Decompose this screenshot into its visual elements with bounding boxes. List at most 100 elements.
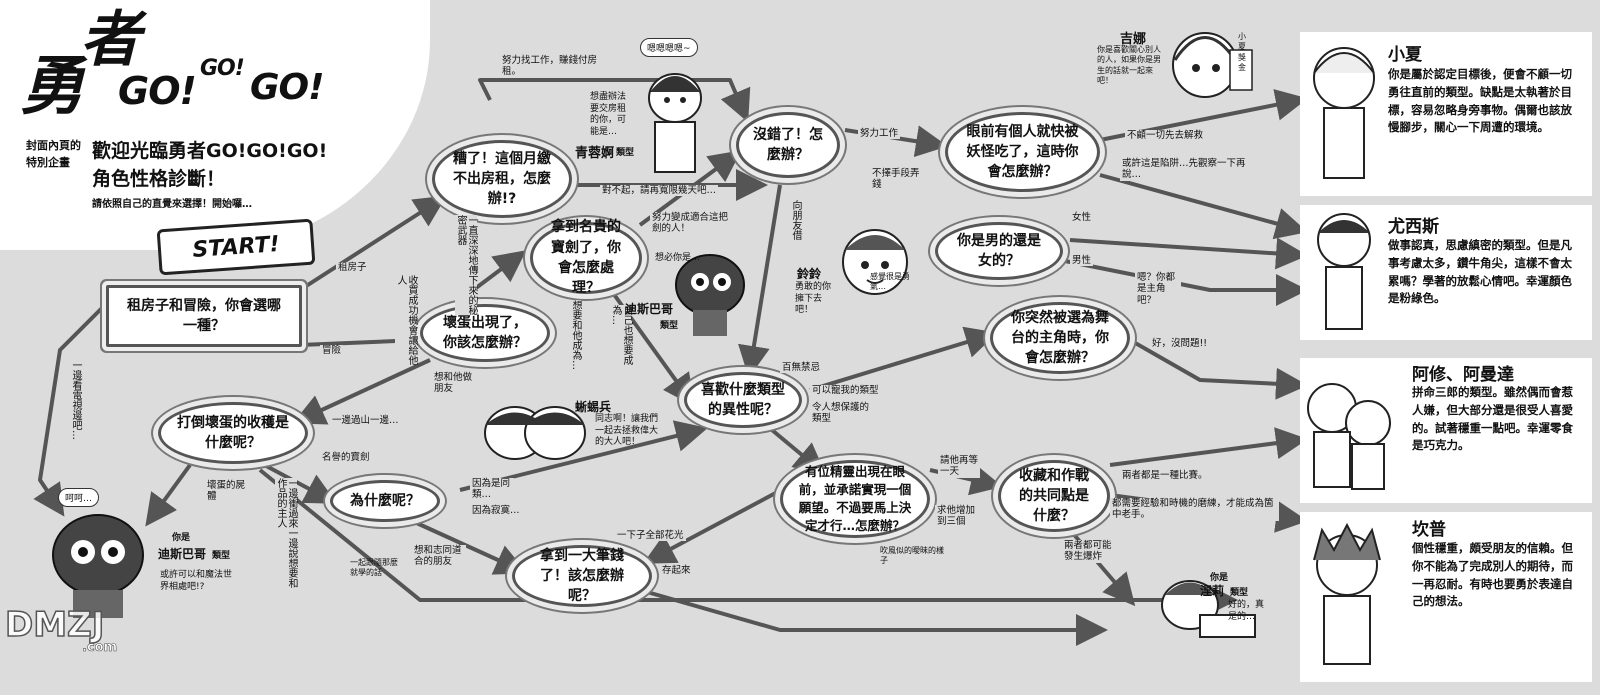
caption-nelly: 好的，真是的… (1228, 600, 1265, 622)
character-xia-icon (1313, 47, 1375, 179)
edge-label: 或許這是陷阱…先觀察一下再說… (1120, 158, 1249, 181)
bubble-qingrong: 嗯嗯嗯嗯~ (640, 38, 698, 57)
edge-label: 收買成功機會讓給他人 (395, 275, 417, 365)
result-text-xia: 你是屬於認定目標後，便會不顧一切勇往直前的類型。缺點是太執著於目標，容易忽略身旁… (1388, 67, 1572, 135)
question-1: 租房子和冒險，你會選哪一種？ (106, 285, 302, 347)
edge-label: 不顧一切先去解救 (1125, 130, 1206, 142)
side-label: 封面內頁的 特別企畫 (26, 138, 81, 171)
name-qingrong: 青蓉婀 (575, 146, 615, 161)
caption-jina: 你是喜歡關心別人的人，如果你是男生的話就一起來吧！ (1097, 45, 1161, 86)
edge-label: 不擇手段弄錢 (870, 168, 924, 191)
edge-label: 女性 (1070, 212, 1094, 224)
edge-label: 一邊看電視邊吧… (70, 360, 81, 480)
link-q4-down (258, 468, 1238, 616)
character-lingling-icon (842, 229, 908, 295)
character-lizard-soldiers (480, 395, 590, 479)
edge-label: 男性 (1070, 255, 1094, 267)
question-9: 喜歡什麼類型的異性呢？ (684, 372, 802, 428)
link-q9-q10 (758, 418, 827, 476)
result-panel-ashu (1300, 358, 1592, 503)
caption-side-1: 吹風似的曖昧的樣子 (880, 546, 944, 566)
edge-label: 租房子 (336, 262, 369, 274)
card-jina: 小夏獎金 (1238, 32, 1246, 73)
edge-label: 努力工作 (858, 128, 901, 140)
caption-lizard-soldiers: 同志啊！讓我們一起去拯救偉大的大人吧！ (595, 414, 659, 448)
edge-label: 自己也想要成為… (610, 305, 632, 380)
result-name-ashu: 阿修、阿曼達 (1412, 365, 1514, 385)
result-text-kanpu: 個性穩重，頗受朋友的信賴。但你不能為了完成別人的期待，而一再忍耐。有時也要勇於表… (1412, 541, 1573, 609)
edge-label: 想要和他成為… (570, 300, 581, 380)
caption-side-2: 一起跟隨那麼就學的話 (350, 558, 398, 578)
edge-label: 一直深深地傳下來的秘密武器 (455, 215, 477, 315)
prefix-disbag-result: 你是 (172, 533, 191, 543)
caption-side-3: 感覺很是勇氣… (870, 272, 910, 292)
edge-label: 一邊過山一邊… (330, 415, 401, 427)
character-kanpu-icon (1313, 522, 1381, 665)
question-6: 拿到一大筆錢了！該怎麼辦呢？ (512, 545, 652, 607)
link-left-loop (33, 298, 112, 517)
edge-label: 嗯？你都是主角吧？ (1135, 272, 1181, 307)
question-14: 收藏和作戰的共同點是什麼？ (998, 460, 1110, 532)
edge-label: 兩者都是一種比賽。 (1120, 470, 1210, 482)
name-disbag: 迪斯巴哥 (625, 302, 674, 316)
name-lingling: 鈴鈴 (797, 267, 822, 281)
type-qingrong: 類型 (616, 148, 635, 158)
type-disbag: 類型 (660, 321, 679, 331)
link-q8-q9 (738, 184, 782, 378)
edge-label: 因為寂寞… (470, 505, 522, 517)
edge-label: 向朋友借 (790, 200, 801, 240)
heading-note: 請依照自己的直覺來選擇！開始囉… (92, 199, 252, 210)
question-11: 眼前有個人就快被妖怪吃了，這時你會怎麼辦？ (945, 112, 1100, 192)
type-nelly: 類型 (1230, 588, 1249, 598)
result-text-ashu: 拼命三郎的類型。雖然偶而會惹人嫌，但大部分還是很受人喜愛的。試著穩重一點吧。幸運… (1412, 385, 1573, 453)
link-q7-q9 (598, 273, 695, 407)
link-q4-res (145, 463, 192, 527)
logo-go-3: GO! (250, 67, 325, 108)
bubble-disbag-result: 呵呵… (58, 488, 100, 507)
question-8: 沒錯了！怎麼辦？ (736, 112, 840, 178)
question-7: 拿到名貴的寶劍了，你會怎麼處理？ (530, 219, 642, 296)
question-2: 糟了！這個月繳不出房租，怎麼辦!? (432, 140, 572, 218)
edge-label: 百無禁忌 (780, 362, 823, 374)
edge-label: 壞蛋的屍體 (205, 480, 249, 503)
character-nelly (1140, 560, 1260, 654)
character-disbag-result (38, 500, 158, 624)
type-disbag-result: 類型 (212, 551, 231, 561)
character-qingrong-icon (648, 73, 702, 173)
lizard-soldiers-icon (484, 406, 586, 460)
edge-label: 想和志同道合的朋友 (412, 545, 466, 568)
question-13: 你突然被選為舞台的主角時，你會怎麼辦？ (990, 302, 1130, 374)
character-disbag-icon (675, 254, 745, 336)
edge-label: 努力找工作，賺錢付房租。 (500, 55, 604, 78)
caption-lingling: 勇敢的你擁下去吧！ (795, 282, 832, 316)
character-disbag-result-icon (52, 514, 144, 618)
result-panel-yousisi (1300, 205, 1592, 340)
watermark-domain: .com (82, 640, 118, 656)
character-ashu-icon (1307, 383, 1391, 490)
edge-label: 令人想保護的類型 (810, 402, 874, 425)
result-panel-kanpu (1300, 512, 1592, 682)
result-text-yousisi: 做事認真，思慮縝密的類型。但是凡事考慮太多，鑽牛角尖，這樣不會太累嗎？學著的放鬆… (1388, 238, 1572, 306)
result-name-kanpu: 坎普 (1412, 520, 1446, 540)
edge-label: 冒險 (320, 345, 344, 357)
heading-line2: 角色性格診斷！ (92, 168, 226, 190)
logo-zhe: 者 (80, 5, 140, 75)
character-jina-icon (1172, 32, 1253, 98)
edge-label: 想和他做朋友 (432, 372, 482, 395)
logo-go-1: GO! (118, 69, 197, 113)
result-name-yousisi: 尤西斯 (1388, 217, 1439, 237)
watermark-brand: DMZJ (4, 604, 105, 646)
character-lingling (825, 220, 925, 319)
question-5: 為什麼呢？ (330, 480, 440, 522)
character-disbag (665, 240, 755, 344)
link-q3-q4 (292, 358, 431, 425)
edge-label: 存起來 (660, 565, 693, 577)
logo-go-2: GO! (200, 56, 245, 81)
edge-label: 都需要經驗和時機的磨練，才能成為箇中老手。 (1110, 498, 1279, 521)
side-label-line1: 封面內頁的 (26, 139, 81, 152)
result-panel-xia (1300, 32, 1592, 196)
character-nelly-icon (1161, 580, 1256, 638)
name-lizard-soldiers: 蜥蜴兵 (575, 400, 612, 414)
caption-qingrong: 想盡辦法要交房租的你，可能是… (590, 92, 627, 138)
